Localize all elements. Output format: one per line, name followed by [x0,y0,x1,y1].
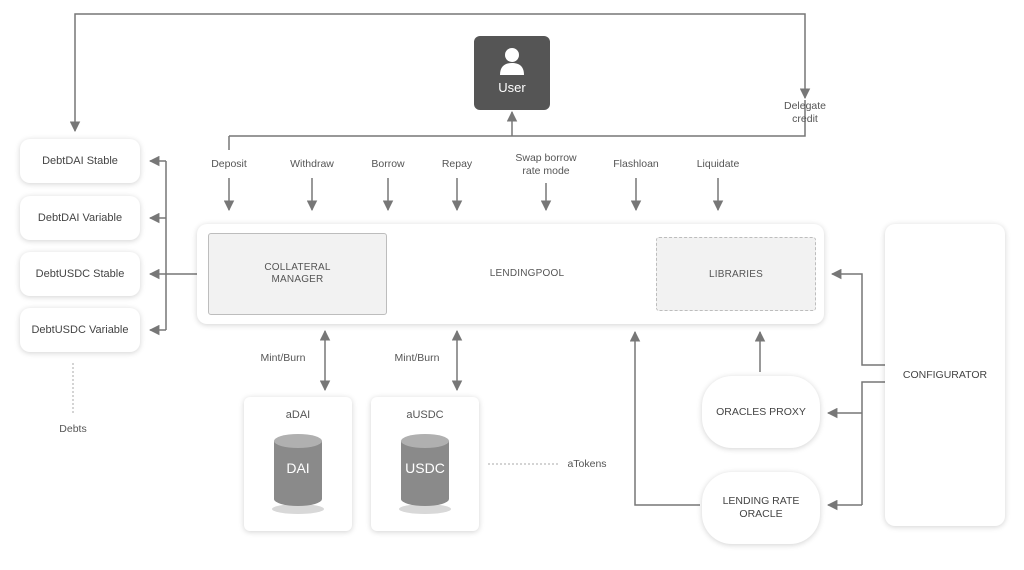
rate-oracle-arrow [629,330,700,506]
configurator-bus [861,381,885,505]
dai-cylinder-label: DAI [286,460,310,476]
debt-dai-stable: DebtDAI Stable [20,139,140,183]
configurator-libraries-arrow [830,268,885,366]
lending-rate-oracle: LENDING RATE ORACLE [702,472,820,544]
dai-cylinder: DAI [270,431,326,515]
action-liquidate: Liquidate [696,158,740,170]
user-node: User [474,36,550,110]
debts-label: Debts [59,423,87,435]
action-repay: Repay [441,158,473,170]
atoken-adai: aDAI DAI [244,397,352,531]
action-withdraw: Withdraw [290,158,334,170]
atoken-ausdc-title: aUSDC [406,409,444,421]
atokens-label: aTokens [567,458,607,470]
configurator: CONFIGURATOR [885,224,1005,526]
user-label: User [498,80,526,95]
action-flashloan: Flashloan [613,158,659,170]
action-borrow: Borrow [371,158,405,170]
actions-bracket [229,100,806,137]
mint-burn-label-adai: Mint/Burn [260,352,306,364]
action-deposit: Deposit [211,158,247,170]
atoken-ausdc: aUSDC USDC [371,397,479,531]
collateral-manager: COLLATERAL MANAGER [208,233,387,315]
debt-dai-variable: DebtDAI Variable [20,196,140,240]
mint-burn-label-ausdc: Mint/Burn [394,352,440,364]
delegate-credit-line [69,13,811,133]
delegate-credit-label: Delegate credit [783,100,827,125]
lendingpool-title: LENDINGPOOL [489,268,565,279]
debt-usdc-variable: DebtUSDC Variable [20,308,140,352]
libraries: LIBRARIES [656,237,816,311]
usdc-cylinder: USDC [397,431,453,515]
oracles-proxy: ORACLES PROXY [702,376,820,448]
atoken-adai-title: aDAI [285,409,311,421]
debt-usdc-stable: DebtUSDC Stable [20,252,140,296]
lendingpool: COLLATERAL MANAGER LENDINGPOOL LIBRARIES [197,224,824,324]
user-icon [500,48,524,75]
usdc-cylinder-label: USDC [405,460,445,476]
